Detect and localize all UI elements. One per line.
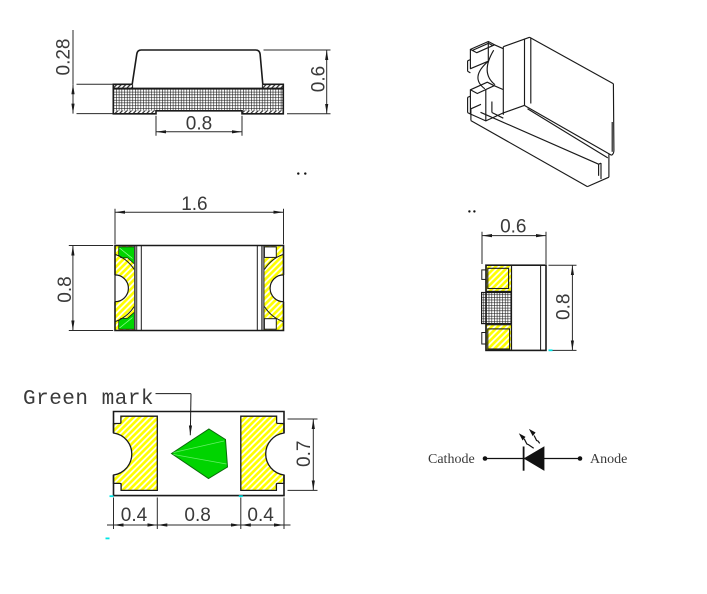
svg-text:0.6: 0.6 [309, 66, 330, 92]
svg-text:Anode: Anode [590, 452, 627, 467]
svg-text:0.8: 0.8 [553, 294, 574, 320]
svg-text:0.6: 0.6 [500, 216, 526, 237]
svg-text:0.7: 0.7 [294, 441, 315, 467]
svg-text:0.28: 0.28 [54, 39, 75, 76]
svg-text:0.4: 0.4 [121, 505, 148, 526]
svg-text:0.8: 0.8 [186, 114, 212, 135]
svg-text:1.6: 1.6 [181, 194, 207, 215]
svg-text:Cathode: Cathode [428, 452, 475, 467]
svg-text:0.8: 0.8 [184, 505, 210, 526]
svg-text:Green mark: Green mark [23, 388, 154, 411]
svg-text:0.4: 0.4 [247, 505, 274, 526]
svg-text:0.8: 0.8 [55, 276, 76, 302]
